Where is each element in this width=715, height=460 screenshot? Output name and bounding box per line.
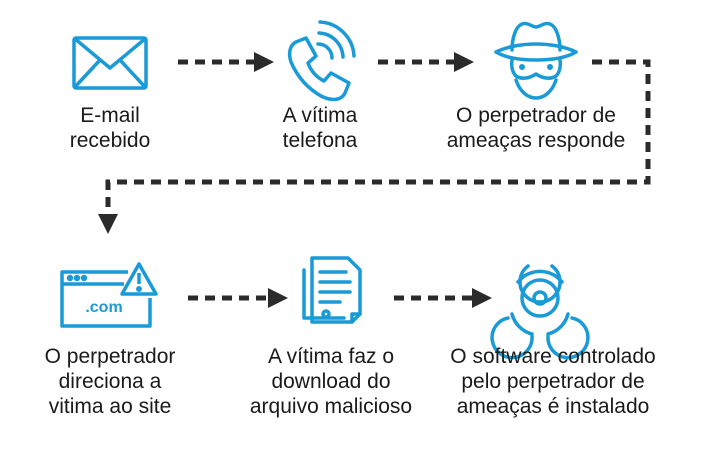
step-4-label: O perpetrador direciona a vitima ao site [44, 345, 176, 418]
step-6-label: O software controlado pelo perpetrador d… [450, 345, 656, 418]
spy-hat-icon [494, 21, 578, 100]
browser-url-text: .com [85, 299, 122, 316]
documents-icon [302, 256, 362, 324]
connectors [98, 52, 651, 308]
arrow-3-4 [98, 59, 651, 234]
biohazard-icon [490, 264, 590, 360]
step-3-label: O perpetrador de ameaças responde [446, 104, 626, 152]
step-5-label: A vítima faz o download do arquivo malic… [249, 345, 413, 418]
envelope-icon [72, 36, 148, 90]
browser-warning-icon: .com [60, 262, 158, 328]
phone-ringing-icon [287, 20, 356, 102]
step-2-label: A vítima telefona [282, 104, 358, 152]
step-1-label: E-mail recebido [69, 104, 151, 152]
